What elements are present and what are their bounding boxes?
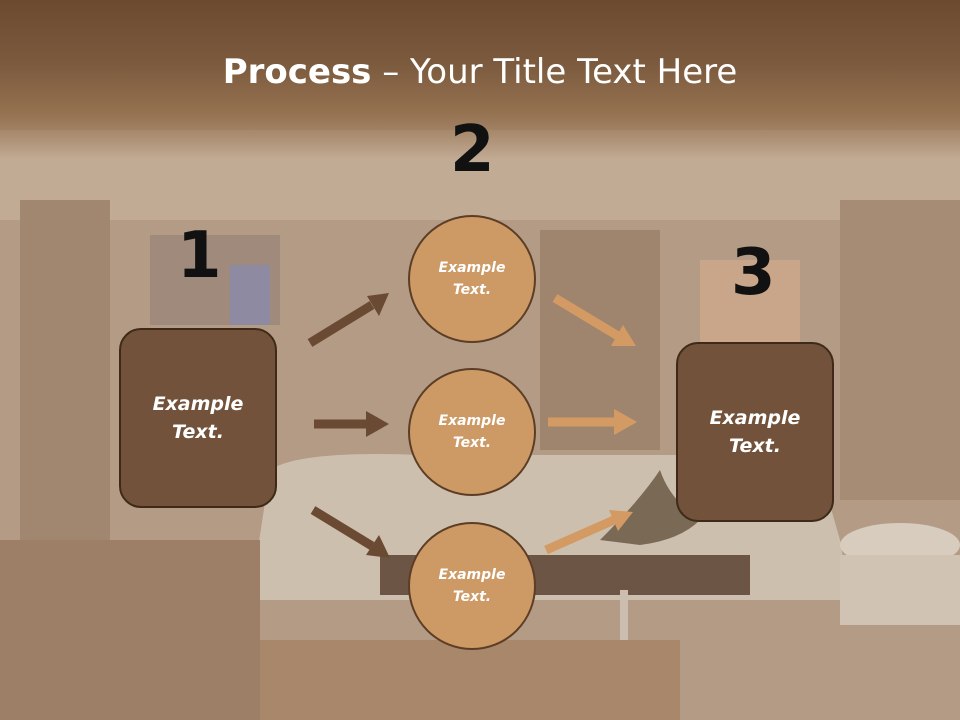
middle-node-center-text: Example Text.: [438, 412, 506, 451]
title-bold: Process: [222, 52, 372, 92]
arrow-from-top-node: [552, 294, 636, 346]
step-number-2: 2: [450, 113, 495, 187]
middle-node-bottom-text: Example Text.: [438, 566, 506, 605]
title-rest: – Your Title Text Here: [371, 52, 738, 92]
middle-node-bottom: Example Text.: [408, 522, 536, 650]
arrow-to-top-node: [307, 293, 389, 347]
step-1-box: Example Text.: [119, 328, 277, 508]
step-1-text: Example Text.: [152, 392, 244, 444]
step-3-text: Example Text.: [709, 406, 801, 458]
arrow-to-bottom-node: [310, 506, 390, 558]
step-3-box: Example Text.: [676, 342, 834, 522]
middle-node-top-text: Example Text.: [438, 259, 506, 298]
arrow-to-center-node: [314, 411, 389, 437]
arrow-from-bottom-node: [544, 510, 633, 555]
step-number-3: 3: [731, 236, 776, 310]
step-number-1: 1: [177, 219, 222, 293]
middle-node-center: Example Text.: [408, 368, 536, 496]
title-band: [0, 0, 960, 160]
slide-title: Process – Your Title Text Here: [0, 52, 960, 92]
middle-node-top: Example Text.: [408, 215, 536, 343]
arrow-from-center-node: [548, 409, 637, 435]
